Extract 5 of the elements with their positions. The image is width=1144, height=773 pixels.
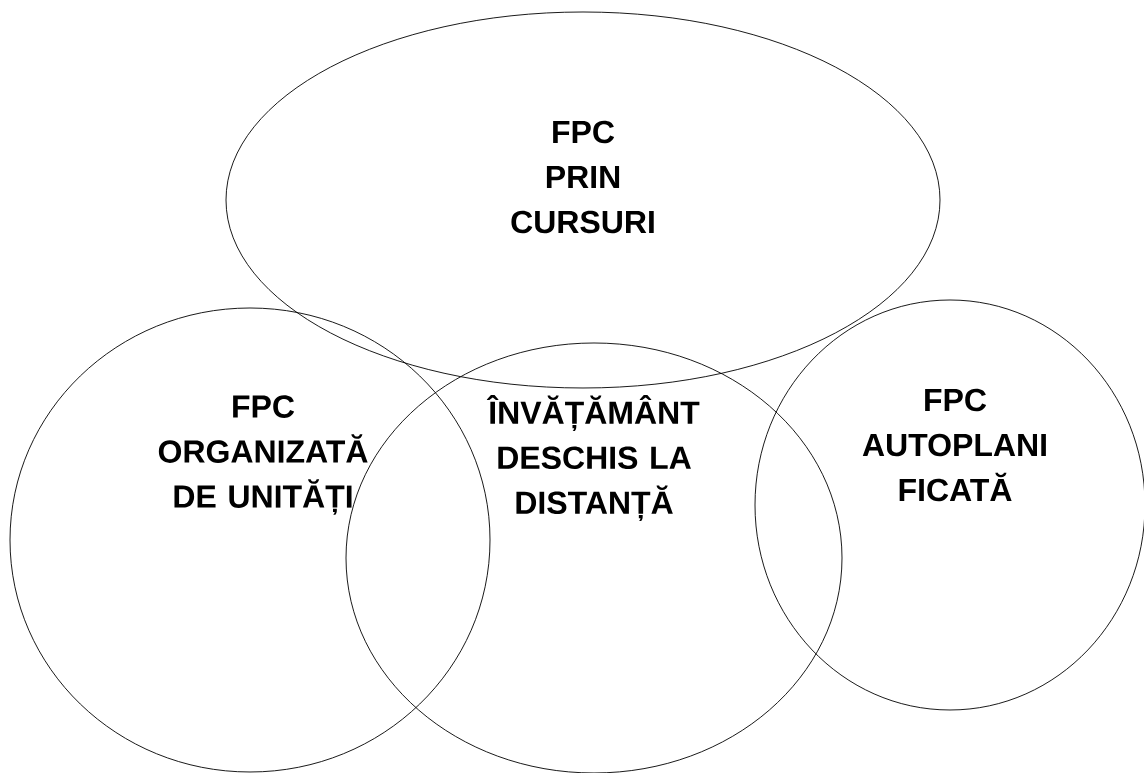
ellipse-label: FPC PRIN CURSURI [511, 120, 654, 234]
ellipse-label: ÎNVĂȚĂMÂNT DESCHIS LA DISTANȚĂ [486, 395, 700, 521]
ellipse-label: FPC ORGANIZATĂ DE UNITĂȚI [158, 395, 368, 515]
ellipse [225, 11, 941, 389]
ellipse-label: FPC AUTOPLANI FICATĂ [862, 388, 1046, 502]
